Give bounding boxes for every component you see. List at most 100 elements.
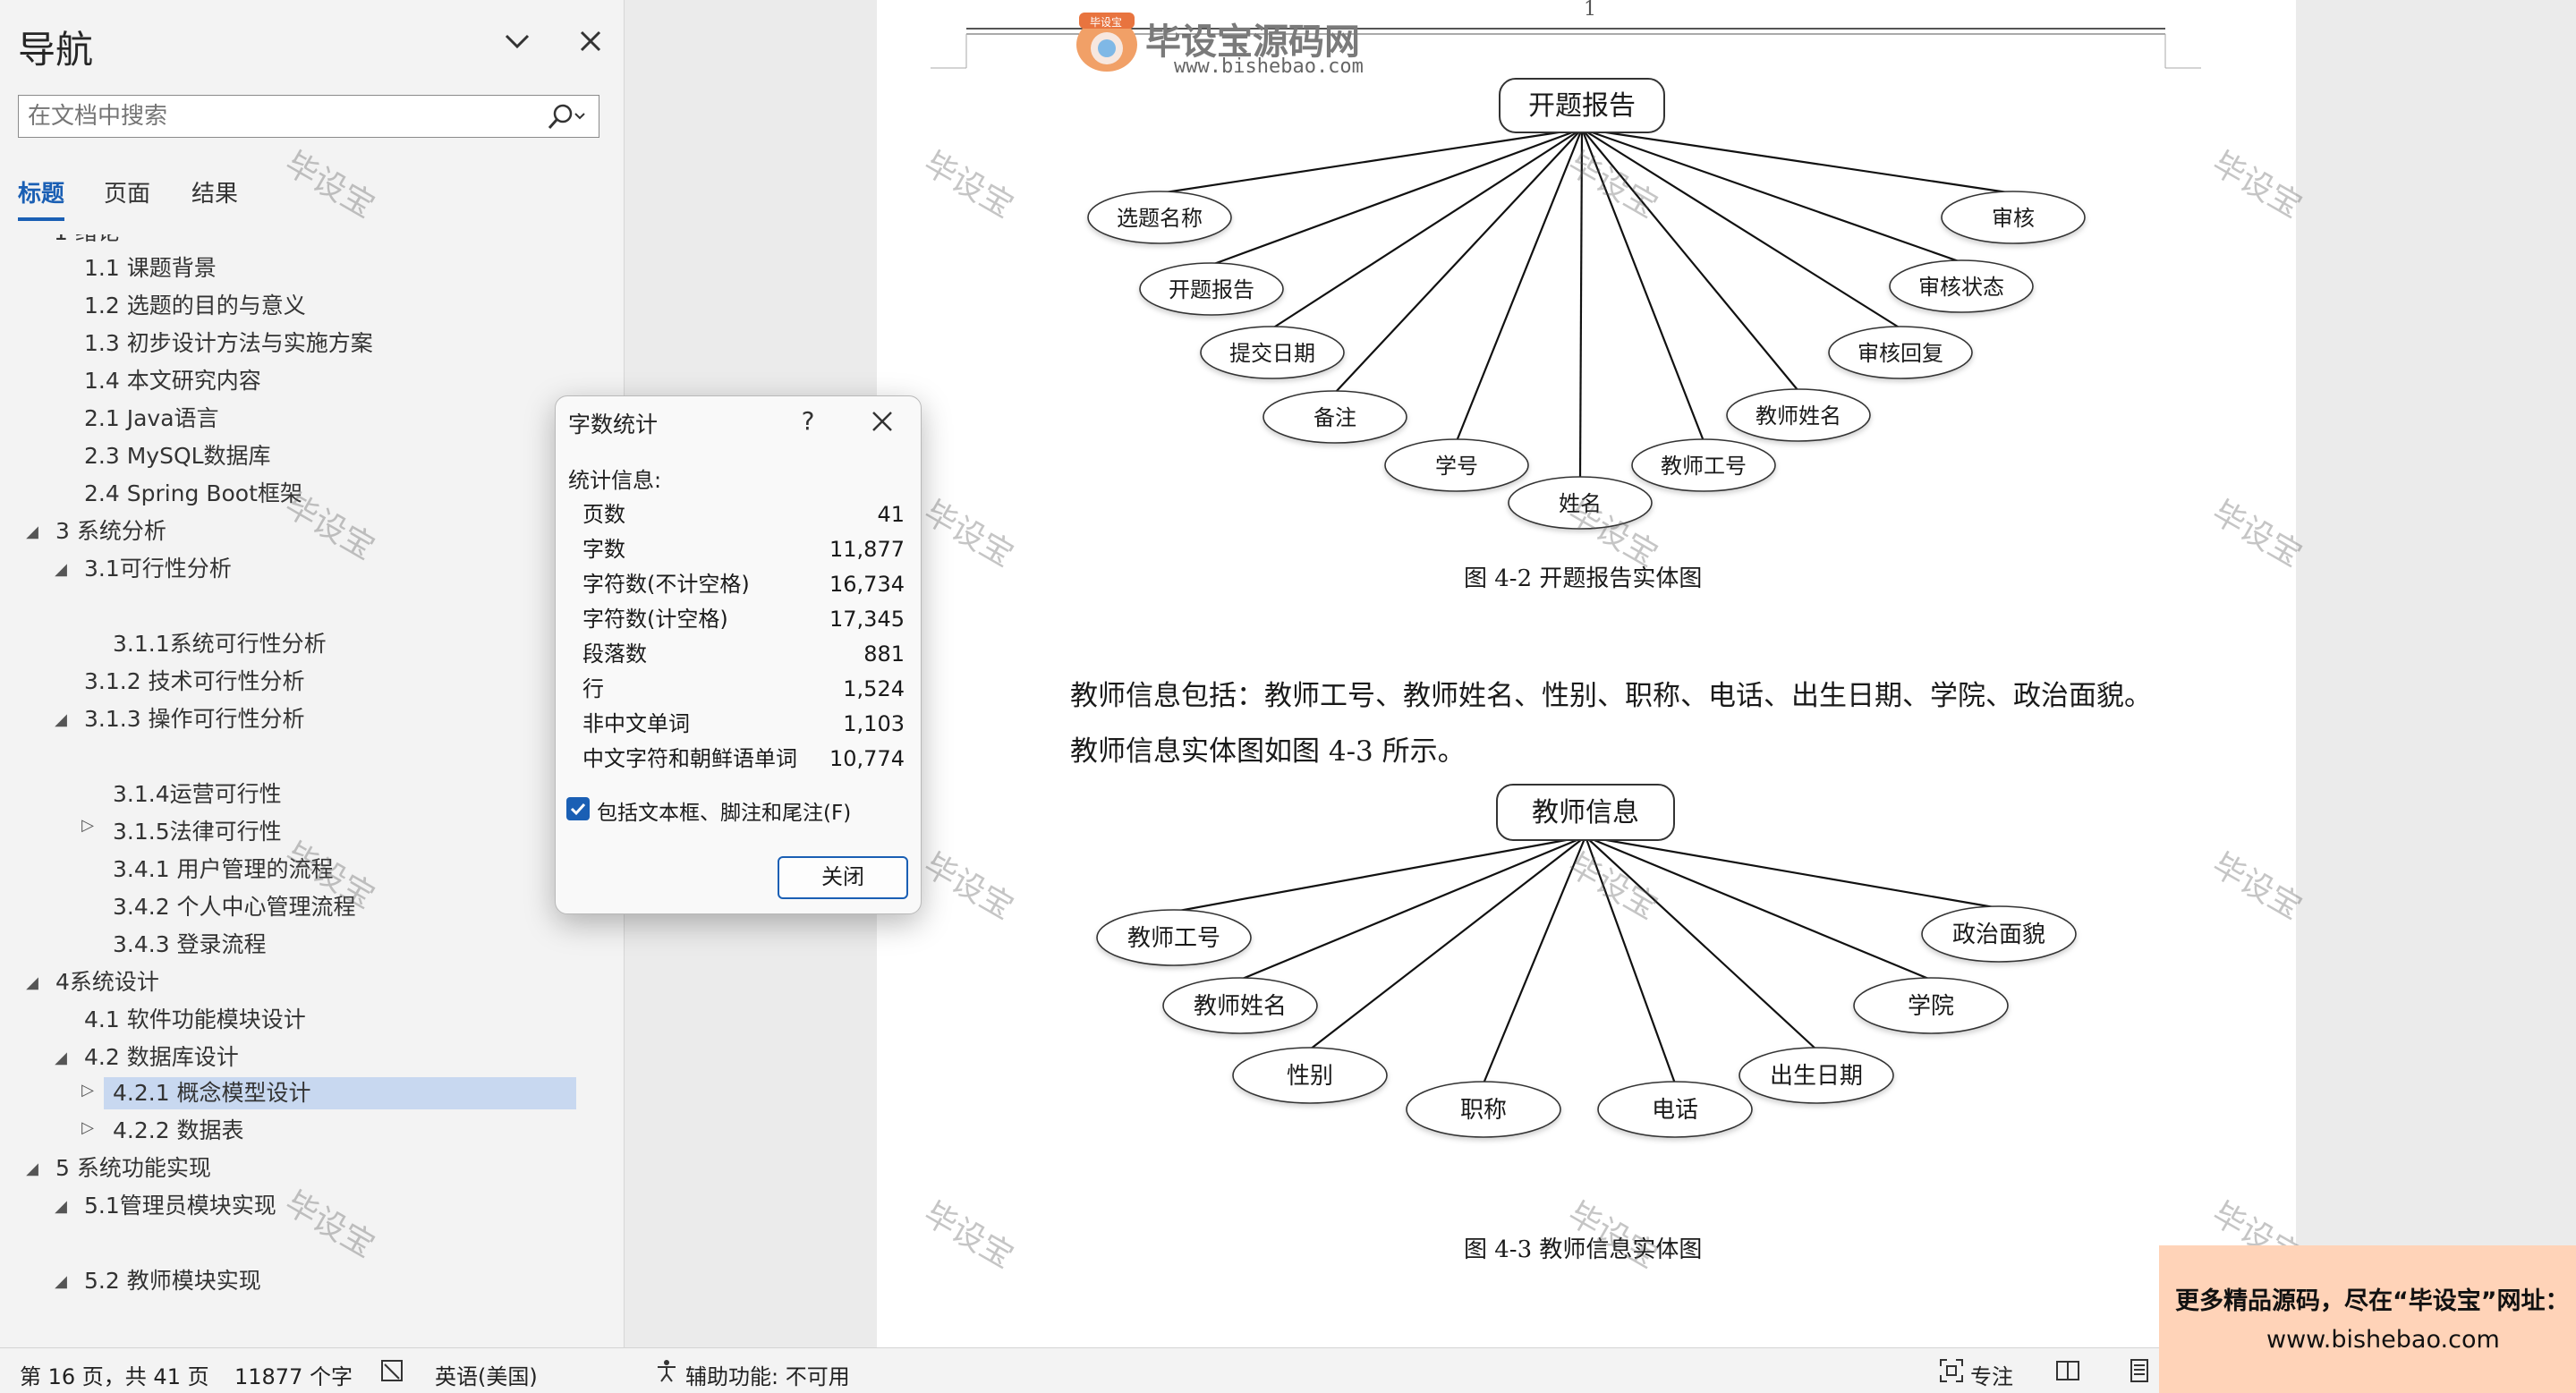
close-icon[interactable]: [573, 23, 608, 59]
expand-caret-icon[interactable]: ◢: [55, 1197, 67, 1216]
d2-attribute-ellipse: [1853, 977, 2009, 1034]
expand-caret-icon[interactable]: ◢: [26, 973, 38, 992]
expand-caret-icon[interactable]: ◢: [55, 1049, 67, 1067]
tree-item-selected[interactable]: 4.2.1 概念模型设计: [104, 1077, 576, 1109]
d1-attribute-ellipse: [1200, 326, 1345, 379]
tree-item[interactable]: 4.1 软件功能模块设计: [84, 1007, 306, 1032]
expand-caret-icon[interactable]: ◢: [55, 710, 67, 729]
stat-value: 41: [877, 502, 905, 527]
search-icon[interactable]: [545, 101, 588, 133]
collapse-caret-icon[interactable]: ▷: [81, 1118, 94, 1137]
tree-item[interactable]: 3.1.5法律可行性: [113, 819, 282, 845]
collapse-caret-icon[interactable]: ▷: [81, 1081, 94, 1100]
d2-attribute-label: 教师工号: [1127, 925, 1220, 952]
stat-value: 17,345: [829, 607, 905, 632]
tree-item[interactable]: 5.2 教师模块实现: [84, 1268, 261, 1294]
collapse-caret-icon[interactable]: ▷: [81, 816, 94, 835]
accessibility-icon[interactable]: [653, 1357, 680, 1389]
d1-attribute-label: 审核: [1992, 206, 2035, 231]
d2-attribute-label: 政治面貌: [1952, 922, 2045, 948]
d2-attribute-ellipse: [1162, 977, 1318, 1034]
d2-connector-line: [1239, 835, 1586, 981]
tree-item[interactable]: 4系统设计: [55, 969, 159, 995]
tree-item[interactable]: 3.1.1系统可行性分析: [113, 631, 327, 657]
tree-item[interactable]: 1.1 课题背景: [84, 255, 217, 281]
tree-item[interactable]: 1 绪论: [54, 234, 120, 249]
tree-item[interactable]: 3.4.3 登录流程: [113, 931, 267, 957]
expand-caret-icon[interactable]: ◢: [26, 1159, 38, 1178]
expand-caret-icon[interactable]: ◢: [55, 1272, 67, 1291]
focus-mode-label[interactable]: 专注: [1970, 1364, 2013, 1389]
tree-item[interactable]: 5 系统功能实现: [55, 1155, 211, 1181]
help-button[interactable]: ?: [801, 406, 815, 436]
search-input[interactable]: [28, 101, 547, 132]
document-page[interactable]: 开题报告选题名称开题报告提交日期备注学号姓名教师工号教师姓名审核回复审核状态审核…: [877, 0, 2308, 1347]
page-count-status[interactable]: 第 16 页，共 41 页: [20, 1364, 209, 1389]
include-textboxes-label[interactable]: 包括文本框、脚注和尾注(F): [597, 802, 852, 825]
d1-connector-line: [1334, 128, 1583, 394]
d2-attribute-ellipse: [1406, 1081, 1561, 1138]
dialog-close-button[interactable]: [860, 403, 905, 439]
close-button[interactable]: 关闭: [778, 856, 908, 899]
stat-value: 11,877: [829, 537, 905, 562]
stats-section-label: 统计信息:: [568, 468, 662, 493]
stat-row: 字符数(不计空格)16,734: [582, 568, 905, 600]
d1-attribute-ellipse: [1726, 388, 1871, 442]
search-box[interactable]: [18, 95, 599, 138]
diagram1-connectors: [1159, 127, 2014, 480]
promo-banner[interactable]: 更多精品源码，尽在“毕设宝”网址： www.bishebao.com: [2159, 1245, 2576, 1393]
d2-attribute-label: 学院: [1908, 993, 1954, 1020]
stat-label: 中文字符和朝鲜语单词: [582, 746, 797, 771]
d2-attribute-ellipse: [1232, 1047, 1388, 1104]
tab-headings[interactable]: 标题: [18, 175, 65, 221]
tree-item[interactable]: 3 系统分析: [55, 518, 166, 544]
focus-mode-icon[interactable]: [1938, 1357, 1965, 1389]
tree-item[interactable]: 3.4.1 用户管理的流程: [113, 856, 334, 882]
logo-badge: 毕设宝: [1090, 16, 1123, 29]
d2-entity-box: [1496, 784, 1675, 841]
page-number: 1: [1584, 0, 1596, 21]
d1-attribute-ellipse: [1087, 191, 1232, 244]
tree-item[interactable]: 2.1 Java语言: [84, 405, 219, 431]
tree-item[interactable]: 4.2.2 数据表: [113, 1117, 244, 1143]
figure-caption-4-2: 图 4-2 开题报告实体图: [1464, 565, 1703, 592]
tree-item[interactable]: 3.1.3 操作可行性分析: [84, 706, 305, 732]
read-mode-icon[interactable]: [2054, 1357, 2081, 1389]
d1-connector-line: [1580, 128, 1705, 442]
promo-line1: 更多精品源码，尽在“毕设宝”网址：: [2175, 1287, 2570, 1315]
word-count-status[interactable]: 11877 个字: [234, 1364, 353, 1389]
accessibility-status[interactable]: 辅助功能: 不可用: [685, 1364, 850, 1389]
expand-caret-icon[interactable]: ◢: [26, 522, 38, 541]
tree-item[interactable]: 3.1.4运营可行性: [113, 781, 282, 807]
tree-item[interactable]: 1.2 选题的目的与意义: [84, 293, 306, 319]
tree-item[interactable]: 1.4 本文研究内容: [84, 368, 261, 394]
d2-attribute-label: 出生日期: [1770, 1063, 1863, 1090]
d1-attribute-label: 备注: [1314, 405, 1356, 430]
proofing-icon[interactable]: [379, 1357, 406, 1389]
tree-item[interactable]: 1.3 初步设计方法与实施方案: [84, 330, 373, 356]
stat-label: 字符数(不计空格): [582, 572, 750, 597]
tree-item[interactable]: 4.2 数据库设计: [84, 1044, 239, 1070]
tab-results[interactable]: 结果: [191, 181, 239, 208]
promo-url[interactable]: www.bishebao.com: [2266, 1326, 2500, 1354]
tree-item[interactable]: 5.1管理员模块实现: [84, 1193, 276, 1219]
tree-item[interactable]: 2.3 MySQL数据库: [84, 443, 271, 469]
tree-item[interactable]: 3.4.2 个人中心管理流程: [113, 894, 356, 920]
tree-item[interactable]: 3.1.2 技术可行性分析: [84, 668, 305, 694]
d1-attribute-label: 学号: [1435, 454, 1478, 479]
chevron-down-icon[interactable]: [499, 23, 535, 59]
tree-item[interactable]: 2.4 Spring Boot框架: [84, 480, 302, 506]
language-status[interactable]: 英语(美国): [435, 1364, 538, 1389]
stat-label: 非中文单词: [582, 711, 690, 736]
tree-item[interactable]: 3.1可行性分析: [84, 556, 232, 582]
include-textboxes-checkbox[interactable]: [566, 797, 590, 820]
tab-pages[interactable]: 页面: [104, 181, 151, 208]
watermark: 毕设宝: [278, 145, 381, 225]
expand-caret-icon[interactable]: ◢: [55, 560, 67, 579]
print-layout-icon[interactable]: [2126, 1357, 2153, 1389]
d1-connector-line: [1159, 127, 1583, 195]
